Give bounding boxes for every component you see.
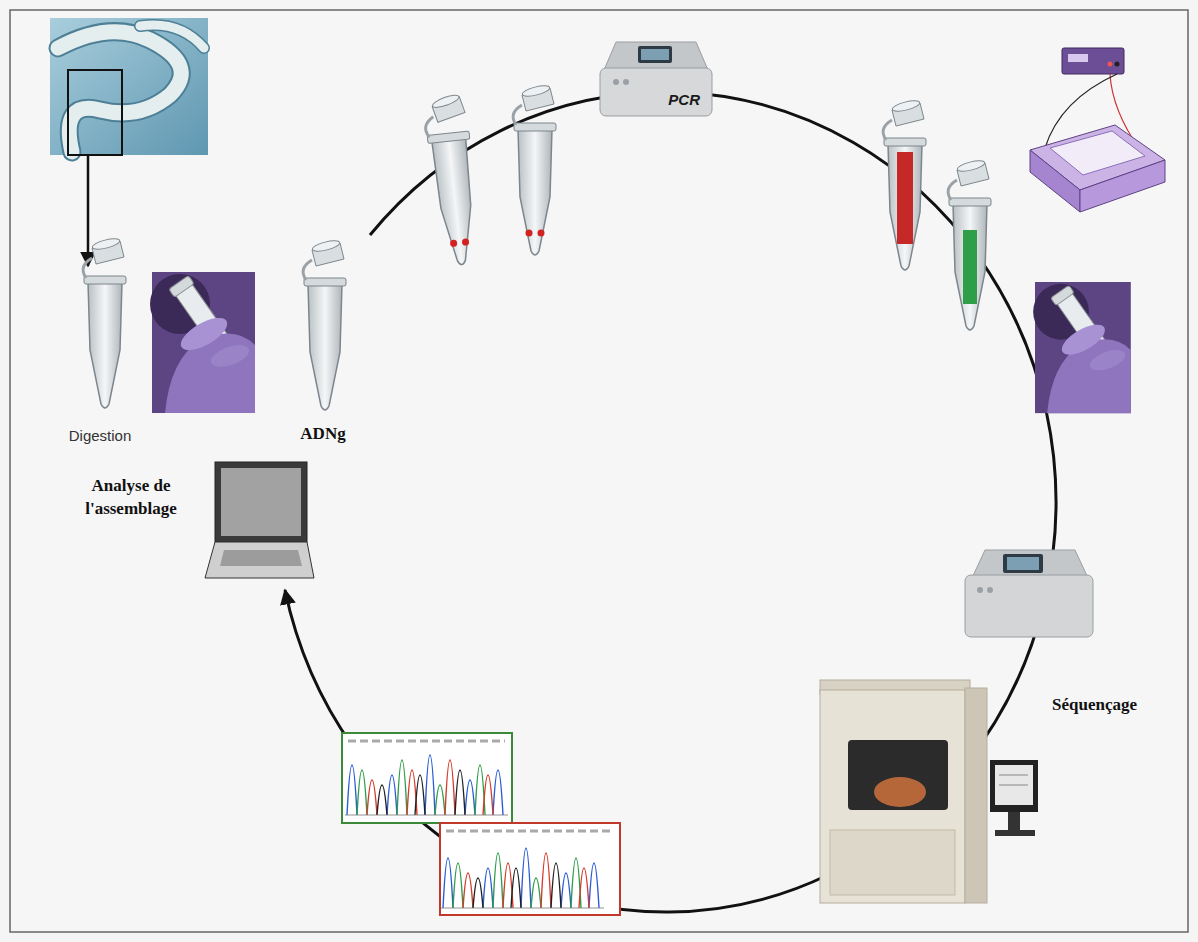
gel-electrophoresis: [1030, 48, 1165, 212]
machine-node: PCR: [598, 38, 714, 118]
pcr-tube: [513, 84, 556, 255]
step-node: Digestion: [55, 236, 145, 448]
chromatogram: [440, 823, 620, 915]
product-tube: [883, 99, 926, 270]
nematode-photo: [50, 18, 208, 155]
sampling-arrow: [87, 156, 90, 266]
step-label: PCR: [668, 90, 700, 110]
step-node: Analyse de l'assemblage: [62, 455, 320, 592]
pcr-tube: [422, 92, 483, 267]
product-tube: [948, 159, 991, 330]
laptop: [205, 462, 314, 578]
frame: [10, 10, 1188, 932]
workflow-cycle-arc: [285, 92, 1056, 912]
digestion-tube: [83, 237, 126, 408]
vortex-photo: [150, 272, 255, 413]
pcr-machine: [600, 42, 712, 116]
step-node: ADNg: [283, 238, 363, 448]
sequencing-cycler: [965, 550, 1093, 637]
chromatogram: [342, 733, 512, 823]
dna-tube: [303, 239, 346, 410]
step-node: Séquençage: [955, 540, 1145, 725]
vortex-photo: [1033, 282, 1131, 413]
step-label: ADNg: [300, 423, 345, 446]
capillary-sequencer: [820, 680, 1038, 903]
step-label: Analyse de l'assemblage: [66, 475, 196, 521]
step-label: Séquençage: [1052, 694, 1137, 717]
step-label: Digestion: [69, 426, 132, 446]
